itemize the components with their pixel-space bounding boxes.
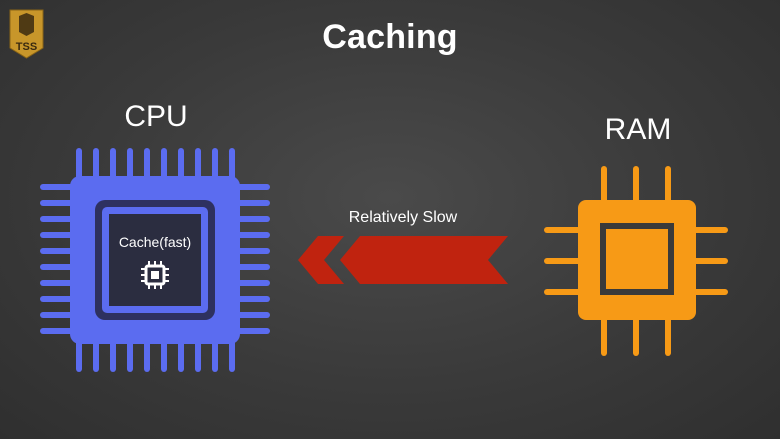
- ram-pins-top: [601, 166, 671, 206]
- logo-emblem-icon: [19, 13, 34, 36]
- slow-transfer-arrow-icon: [298, 236, 508, 284]
- cache-block: [109, 214, 201, 306]
- ram-pins-left: [544, 227, 584, 295]
- cpu-pins-left: [40, 184, 74, 334]
- cpu-pins-bottom: [76, 338, 235, 372]
- ram-die-frame: [600, 223, 674, 295]
- chevron-3: [390, 236, 460, 284]
- cpu-label: CPU: [124, 100, 188, 133]
- ram-pins-right: [688, 227, 728, 295]
- mini-chip-icon: [141, 261, 169, 289]
- cache-label: Cache(fast): [118, 234, 192, 250]
- ram-pins-bottom: [601, 316, 671, 356]
- logo-text: TSS: [16, 41, 37, 53]
- chevron-4: [436, 236, 508, 284]
- tss-logo: TSS: [9, 9, 44, 59]
- page-title: Caching: [322, 18, 458, 56]
- ram-body: [578, 200, 696, 320]
- chevron-2: [340, 236, 414, 284]
- connection-label: Relatively Slow: [348, 209, 458, 226]
- ram-label: RAM: [604, 113, 672, 146]
- ram-chip-icon: [544, 166, 728, 356]
- chevron-1: [298, 236, 344, 284]
- cpu-pins-right: [236, 184, 270, 334]
- cpu-pins-top: [76, 148, 235, 182]
